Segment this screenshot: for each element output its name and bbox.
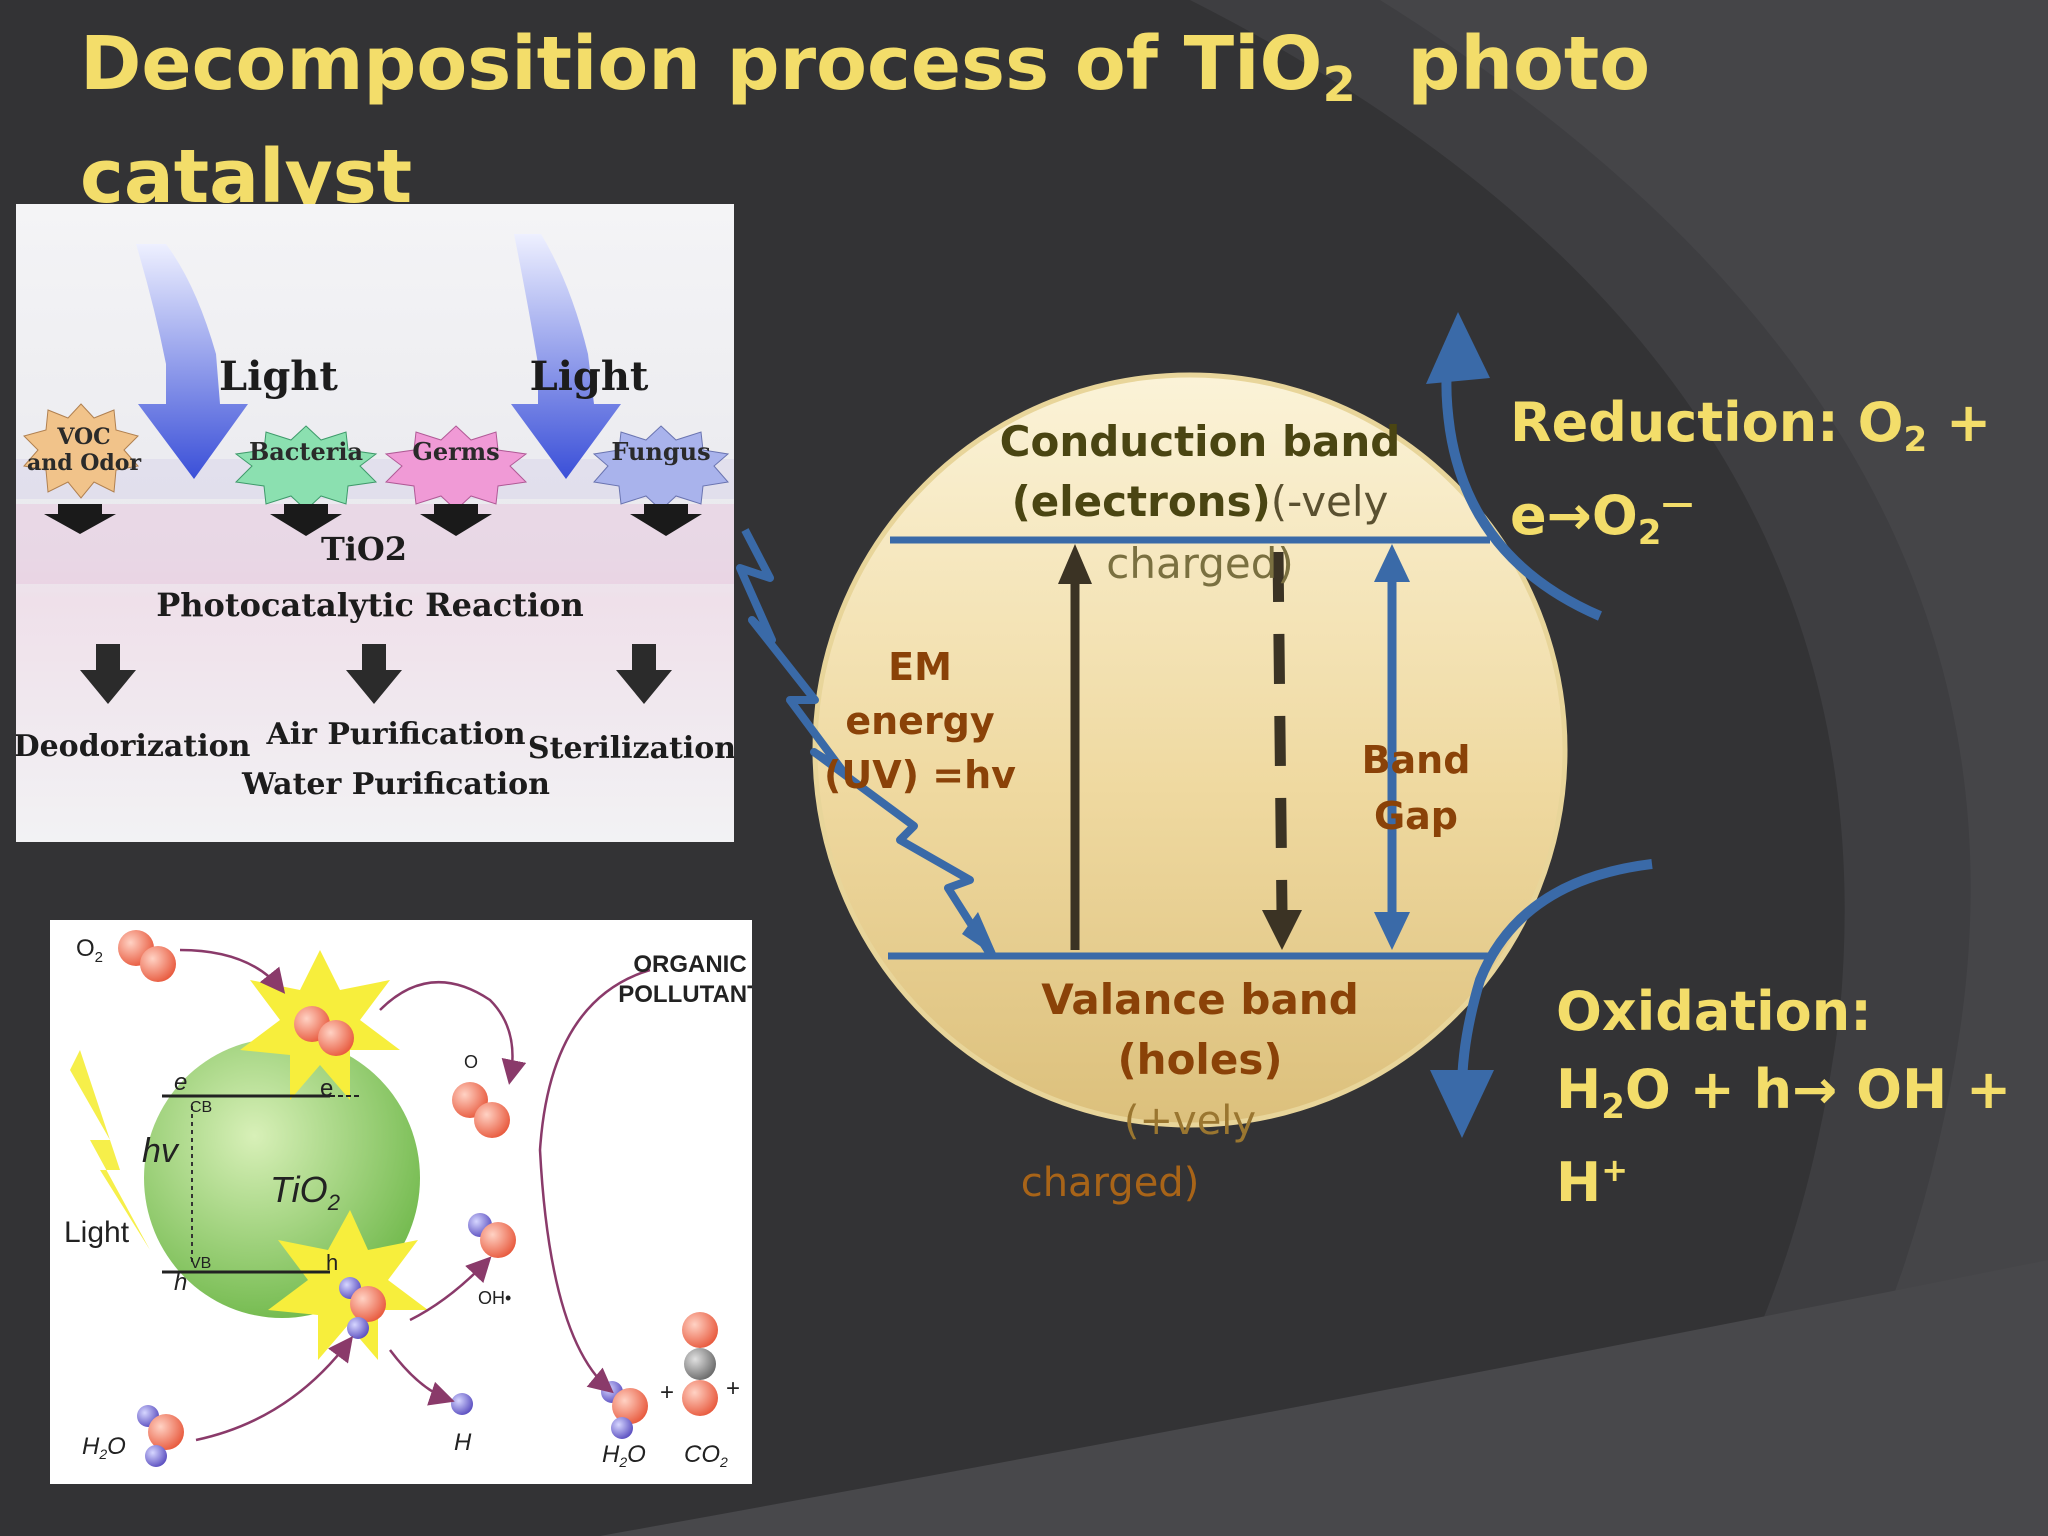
hv-label: hv: [142, 1132, 180, 1170]
superoxide-label: O: [464, 1052, 478, 1072]
pollutant-label: POLLUTANT: [618, 981, 752, 1008]
oxidation-equation-line2: H+: [1556, 1151, 1629, 1214]
valence-band-charge-1: (+vely: [1123, 1098, 1257, 1144]
odor-label: and Odor: [27, 450, 142, 476]
o2-label: O: [76, 935, 95, 962]
sterilization-label: Sterilization: [528, 731, 734, 766]
h2o-label: H: [82, 1433, 100, 1460]
oxidation-title: Oxidation:: [1556, 980, 1872, 1043]
co2-molecule: [682, 1312, 718, 1416]
o2-molecule: [118, 930, 176, 982]
band-gap-line1: Band: [1361, 738, 1471, 782]
oxidation-equation-line1: H2O + h→ OH +: [1556, 1058, 2012, 1127]
em-energy-line1: EM: [888, 645, 952, 689]
proton-atom: [451, 1393, 473, 1415]
fungus-label: Fungus: [611, 437, 710, 466]
water-purification-label: Water Purification: [241, 767, 550, 802]
plus-sign-2: +: [726, 1375, 740, 1402]
voc-burst: [23, 403, 139, 499]
organic-label: ORGANIC: [633, 951, 746, 978]
reduction-equation-line1: Reduction: O2 +: [1510, 391, 1992, 460]
cb-label: CB: [190, 1099, 212, 1116]
tio2-mechanism-figure: O2 ORGANIC POLLUTANT e CB e hv TiO2 Ligh…: [50, 920, 752, 1484]
superoxide-molecule: [452, 1082, 510, 1138]
light-label-right: Light: [530, 353, 649, 400]
plus-sign: +: [660, 1379, 674, 1406]
water-in-burst: [339, 1277, 386, 1339]
svg-text:CO2: CO2: [684, 1441, 728, 1470]
em-energy-line2: energy: [845, 699, 995, 743]
valence-band-charge-2: charged): [1020, 1160, 1200, 1206]
h-plus-label: H: [454, 1429, 472, 1456]
hole-vb-label: h: [174, 1269, 187, 1296]
reduction-equation-line2: e→O2—: [1510, 484, 1694, 553]
light-bolt-icon: [70, 1050, 150, 1250]
tio2-label: TiO2: [321, 530, 407, 568]
slide-title: Decomposition process of TiO2 photo cata…: [80, 21, 1651, 220]
svg-text:TiO2: TiO2: [270, 1169, 340, 1215]
germs-label: Germs: [412, 437, 499, 466]
light-arrow-right: [511, 234, 621, 479]
hydroxyl-molecule: [468, 1213, 516, 1258]
em-energy-line3: (UV) =hv: [824, 753, 1016, 797]
h2o-product-label: H: [602, 1441, 620, 1468]
light-label-left: Light: [219, 353, 338, 400]
small-down-arrows: [44, 504, 702, 536]
light-arrow-left: [136, 244, 248, 479]
electron-cb-label: e: [174, 1069, 187, 1096]
voc-label: VOC: [56, 424, 110, 450]
hole-out-label: h: [326, 1250, 338, 1275]
svg-text:H2O: H2O: [602, 1441, 646, 1470]
photocatalytic-reaction-label: Photocatalytic Reaction: [156, 586, 584, 624]
o2-in-burst: [294, 1006, 354, 1056]
band-gap-line2: Gap: [1373, 794, 1459, 838]
water-molecule: [137, 1405, 184, 1467]
svg-text:O2: O2: [76, 935, 103, 966]
valence-band-title: Valance band: [1041, 975, 1359, 1024]
oh-radical-label: OH•: [478, 1288, 511, 1308]
vb-label: VB: [190, 1255, 211, 1272]
co2-label: CO: [684, 1441, 720, 1468]
deodorization-label: Deodorization: [16, 729, 251, 764]
electron-out-label: e: [320, 1075, 333, 1102]
photocatalytic-reaction-figure: Light Light VOC and Odor Bacteria Germs …: [16, 204, 734, 842]
conduction-band-charge: charged): [1106, 539, 1294, 588]
valence-band-holes: (holes): [1117, 1035, 1283, 1084]
bacteria-label: Bacteria: [249, 437, 363, 466]
svg-text:H2O: H2O: [82, 1433, 126, 1462]
air-purification-label: Air Purification: [265, 717, 525, 752]
result-down-arrows: [80, 644, 672, 704]
conduction-band-subtitle: (electrons)(-vely: [1011, 477, 1389, 526]
tio2-label: TiO: [270, 1169, 328, 1210]
light-label: Light: [64, 1216, 130, 1249]
conduction-band-title: Conduction band: [999, 417, 1401, 466]
